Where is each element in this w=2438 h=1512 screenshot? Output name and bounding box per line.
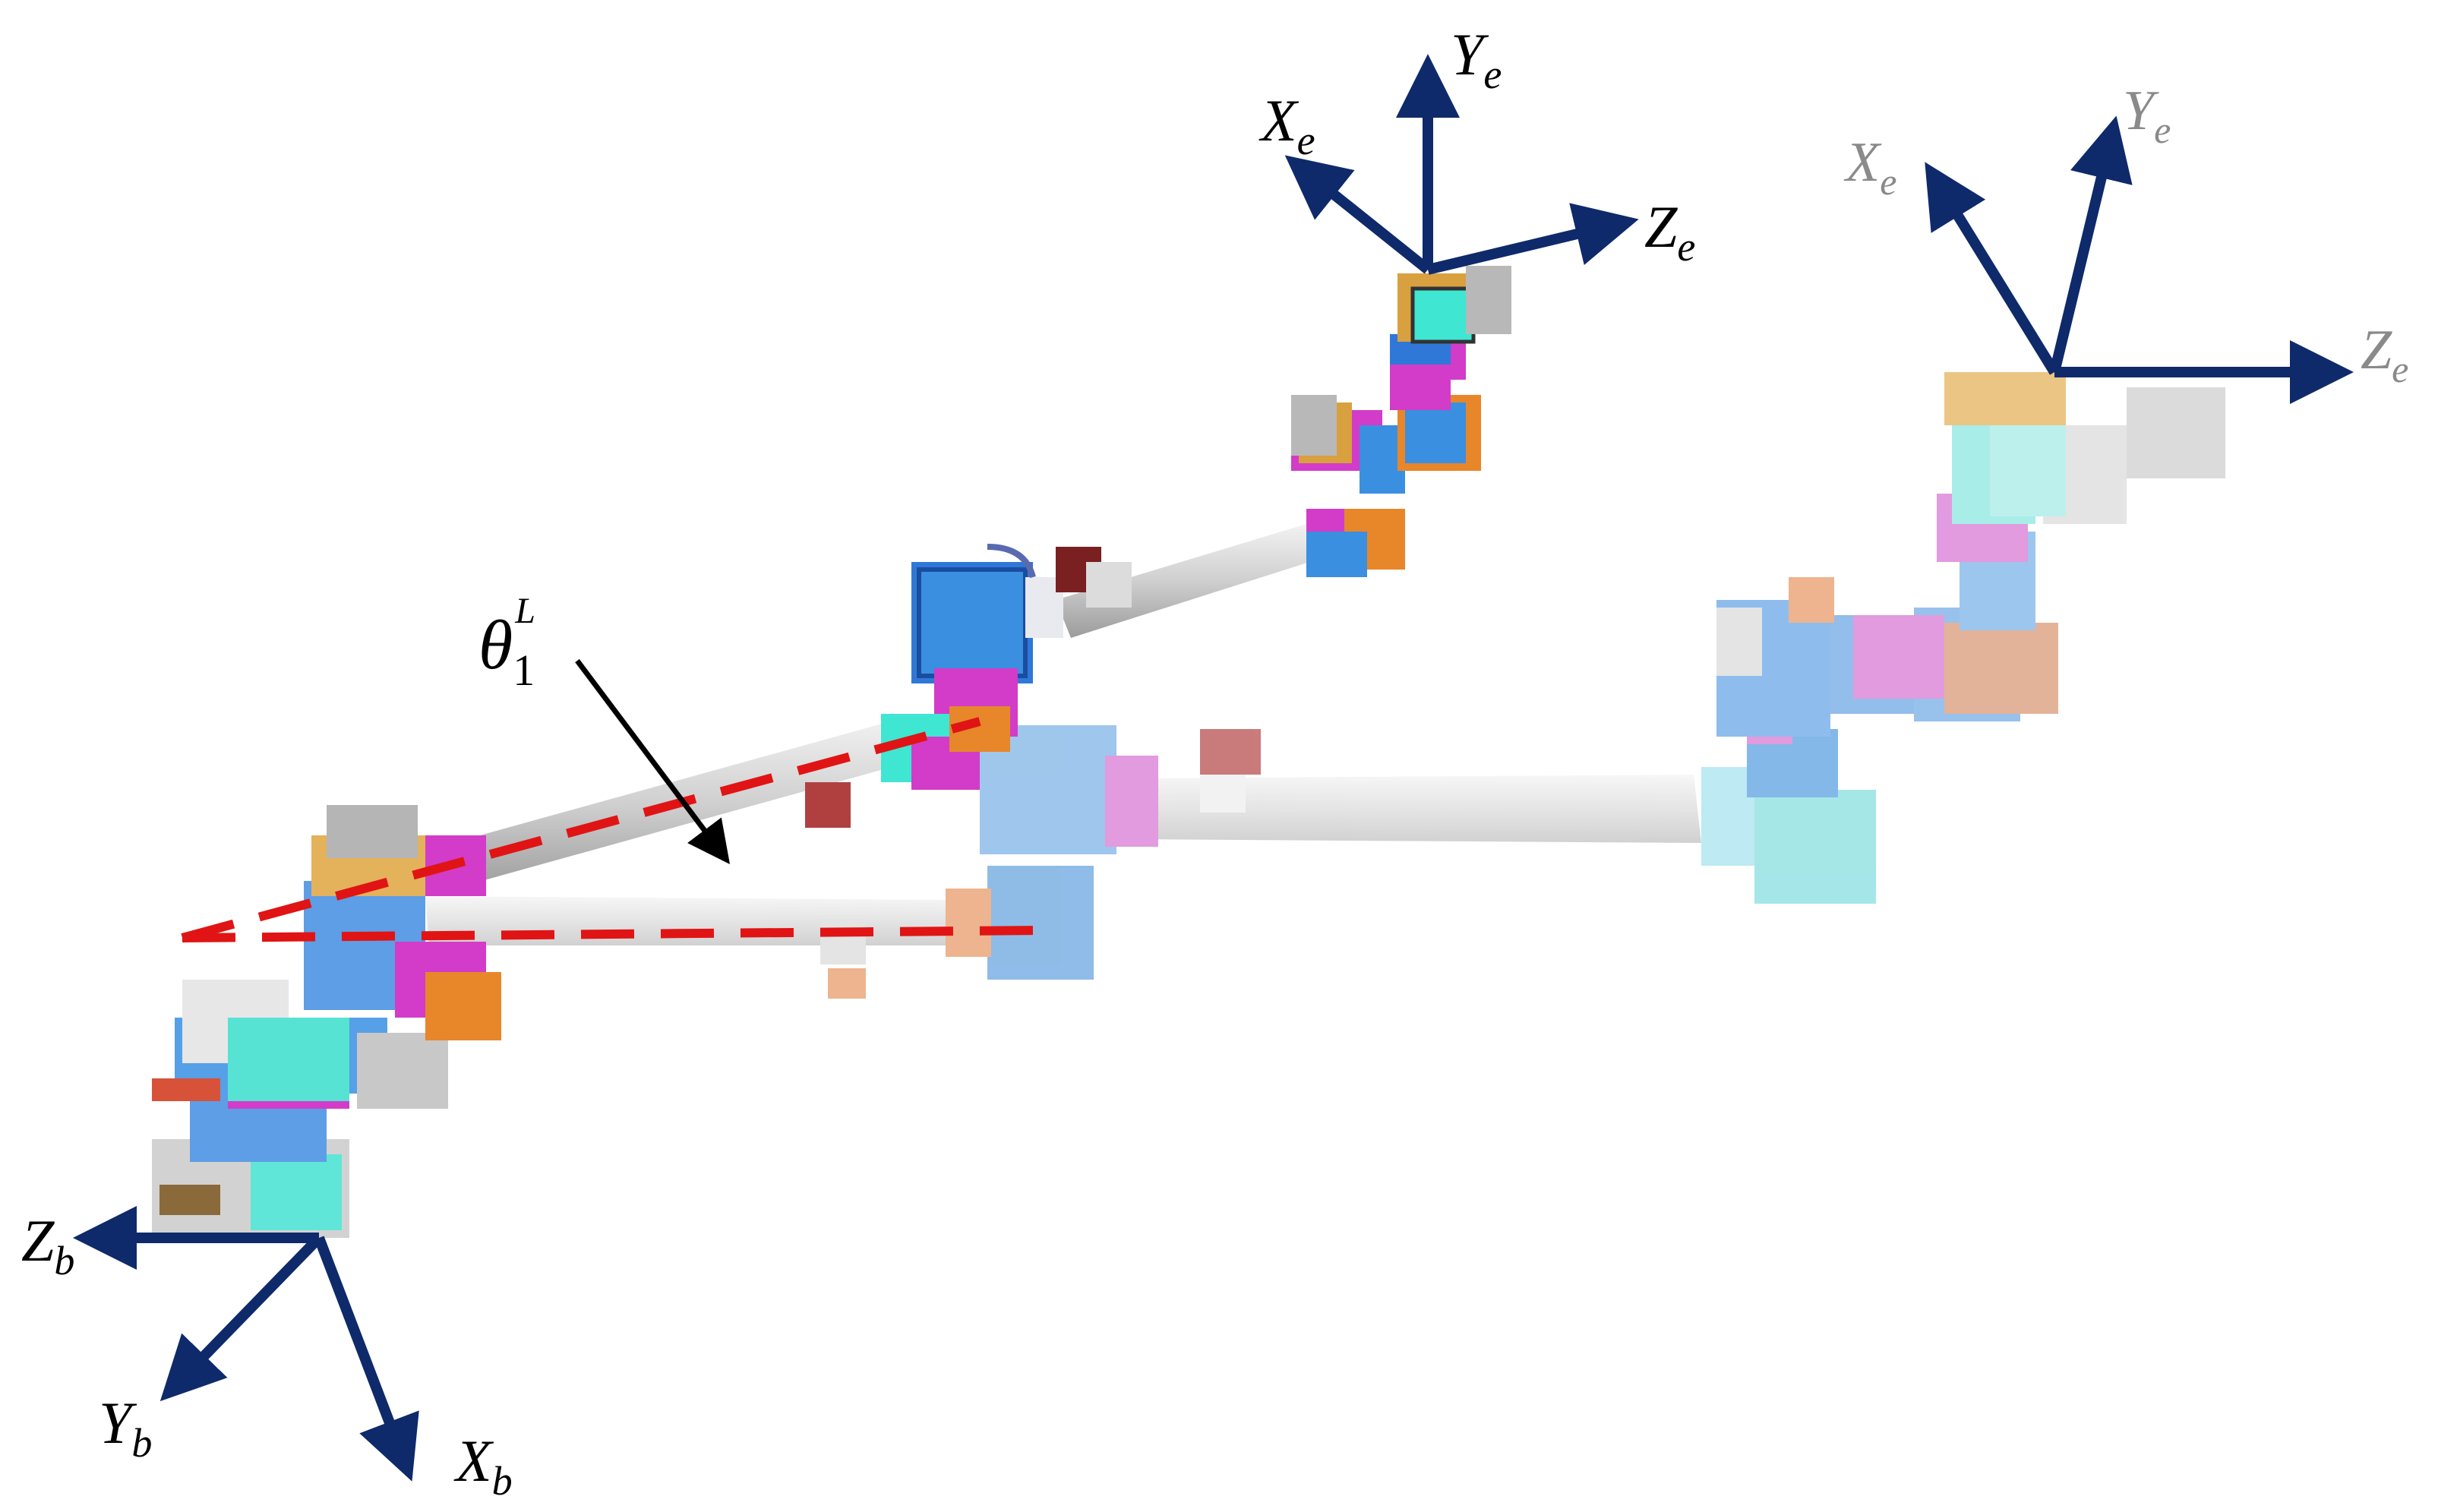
end-x-label: Xe: [1258, 87, 1315, 163]
base-y-label: Yb: [99, 1390, 152, 1466]
angle-indicator: θ1L: [181, 591, 1049, 942]
target-arm: [425, 372, 2225, 999]
target-y-axis: [2049, 115, 2133, 374]
base-x-axis: [314, 1236, 419, 1482]
end-frame-target-labels: Ye Xe Ze: [1843, 80, 2408, 390]
wrist-joint-target: [1701, 372, 2225, 904]
end-z-axis: [1426, 203, 1639, 275]
reference-dashed-line: [182, 926, 1049, 942]
base-joint: [152, 805, 501, 1238]
end-z-label: Ze: [1644, 194, 1695, 270]
target-x-axis: [1925, 162, 2059, 375]
target-x-label: Xe: [1843, 131, 1896, 203]
end-frame-current-labels: Ye Xe Ze: [1258, 21, 1695, 270]
angle-label: θ1L: [478, 591, 535, 695]
upper-boom: [1056, 524, 1322, 638]
upper-boom-target: [1124, 775, 1701, 843]
end-frame-target: [1925, 115, 2354, 404]
target-z-label: Ze: [2361, 319, 2408, 390]
base-frame: [73, 1206, 419, 1482]
base-frame-labels: Zb Yb Xb: [21, 1207, 513, 1504]
target-y-label: Ye: [2123, 80, 2171, 151]
elbow-joint-target: [820, 725, 1261, 999]
base-y-axis: [159, 1234, 324, 1402]
current-arm: [152, 266, 1511, 1238]
end-x-axis: [1284, 155, 1432, 274]
end-frame-current: [1284, 54, 1639, 275]
base-z-label: Zb: [21, 1207, 74, 1283]
angle-pointer-arrow: [575, 658, 730, 864]
wrist-joint: [1291, 266, 1511, 577]
rotated-dashed-line: [181, 717, 981, 942]
end-y-label: Ye: [1451, 21, 1502, 97]
base-x-label: Xb: [453, 1428, 513, 1504]
